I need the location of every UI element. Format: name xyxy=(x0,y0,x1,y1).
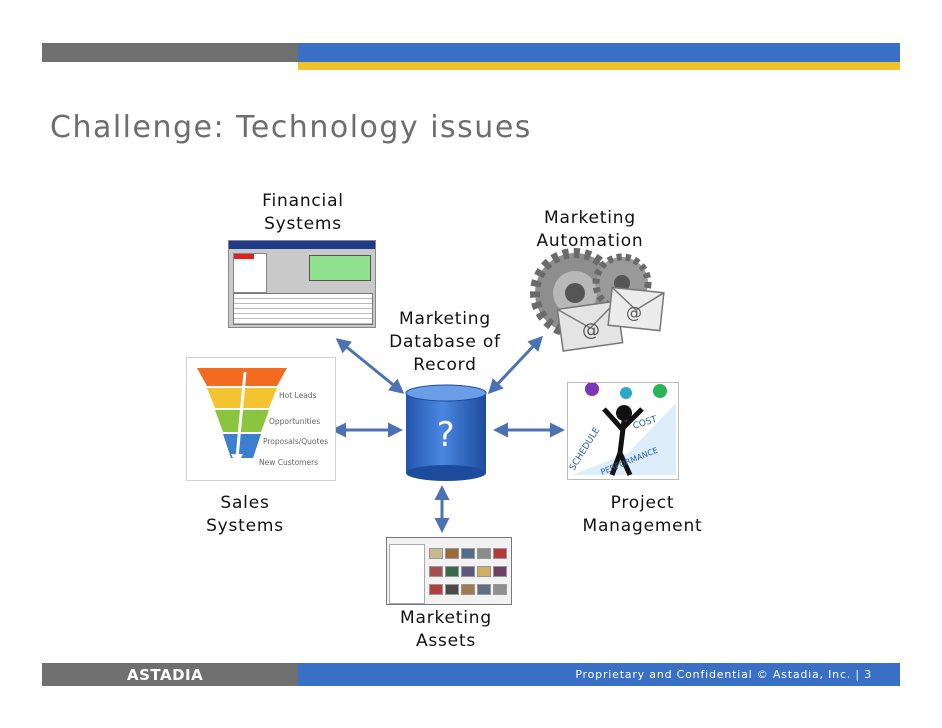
svg-text:@: @ xyxy=(582,320,600,341)
project-management-label: Project Management xyxy=(582,493,703,536)
financial-systems-window xyxy=(228,240,376,328)
header-blue-bar xyxy=(298,43,900,62)
header-gold-bar xyxy=(298,62,900,70)
arrow-financial xyxy=(335,338,405,394)
juggler-schedule-cost-performance: SCHEDULE COST PERFORMANCE xyxy=(567,382,679,480)
footer-confidential-text: Proprietary and Confidential © Astadia, … xyxy=(575,668,872,681)
svg-text:@: @ xyxy=(626,303,642,322)
funnel-stage-4: New Customers xyxy=(259,458,319,467)
footer-blue-bar xyxy=(298,663,900,686)
astadia-logo: ASTADIA xyxy=(127,666,204,684)
asset-library-window xyxy=(386,537,512,605)
database-cylinder xyxy=(405,384,487,481)
marketing-assets-label: Marketing Assets xyxy=(400,608,492,651)
sales-systems-label: Sales Systems xyxy=(206,493,284,536)
funnel-stage-1: Hot Leads xyxy=(279,391,317,400)
center-question-mark: ? xyxy=(436,415,456,455)
footer-gray-bar xyxy=(42,663,298,686)
center-label: Marketing Database of Record xyxy=(389,309,501,375)
email-gears-icon: @ @ xyxy=(530,248,665,352)
header-gray-bar xyxy=(42,43,298,62)
financial-systems-label: Financial Systems xyxy=(262,191,344,234)
sales-funnel: Hot Leads Opportunities Proposals/Quotes… xyxy=(186,357,336,481)
funnel-stage-3: Proposals/Quotes xyxy=(263,437,328,446)
slide-title: Challenge: Technology issues xyxy=(50,110,532,145)
arrow-automation xyxy=(487,335,544,395)
marketing-automation-label: Marketing Automation xyxy=(536,208,644,251)
funnel-stage-2: Opportunities xyxy=(269,417,321,426)
